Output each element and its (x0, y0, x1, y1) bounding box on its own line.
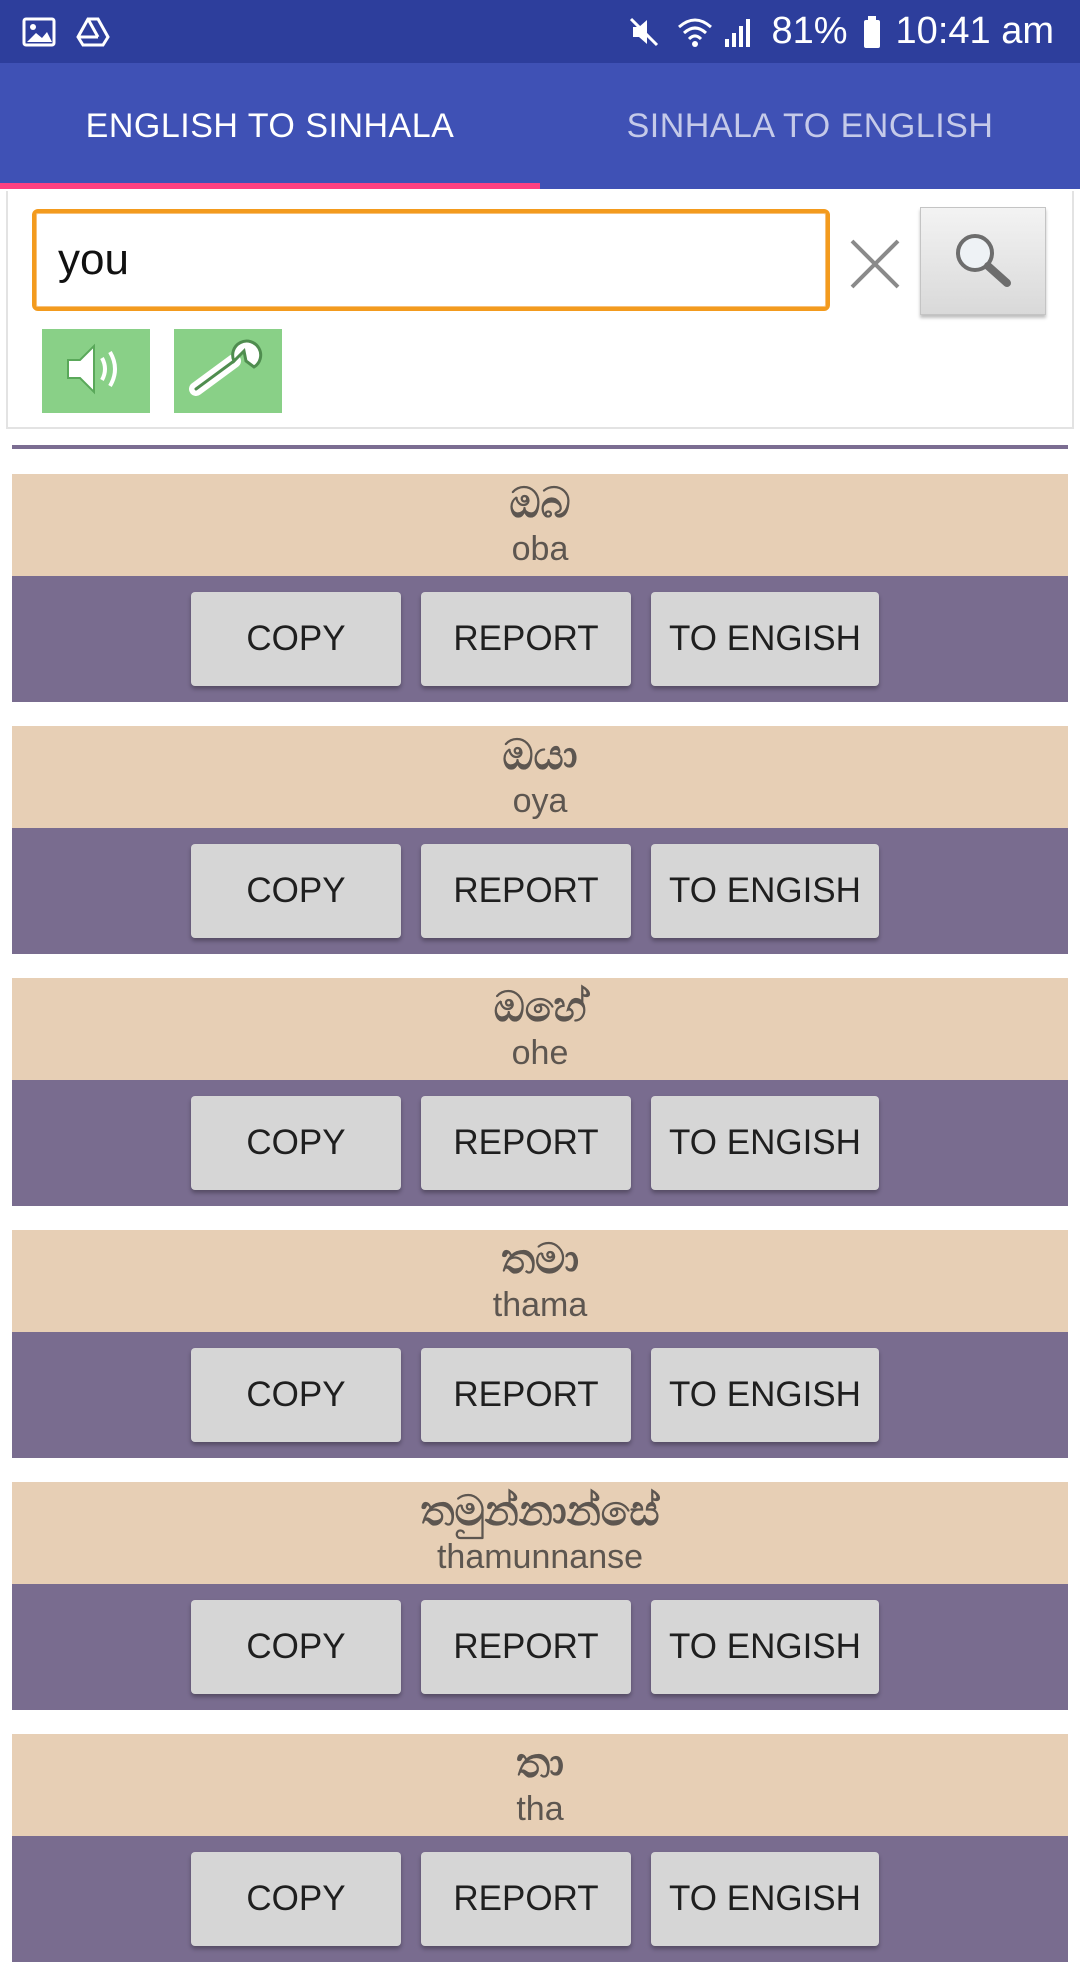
copy-button[interactable]: COPY (191, 844, 401, 938)
action-bar: COPY REPORT TO ENGISH (12, 1584, 1068, 1710)
report-button[interactable]: REPORT (421, 1852, 631, 1946)
mute-icon (627, 15, 661, 49)
sinhala-word: ඔයා (502, 730, 578, 779)
transliteration: ohe (511, 1034, 569, 1072)
copy-button[interactable]: COPY (191, 592, 401, 686)
result-card: ඔබ oba COPY REPORT TO ENGISH (12, 474, 1068, 702)
tab-bar: ENGLISH TO SINHALA SINHALA TO ENGLISH (0, 63, 1080, 189)
transliteration: thama (492, 1286, 588, 1324)
to-english-button[interactable]: TO ENGISH (651, 1852, 879, 1946)
copy-button[interactable]: COPY (191, 1348, 401, 1442)
clear-icon[interactable] (842, 231, 908, 297)
action-bar: COPY REPORT TO ENGISH (12, 1332, 1068, 1458)
results-list: ඔබ oba COPY REPORT TO ENGISH ඔයා oya COP… (12, 474, 1068, 1986)
word-box: ඔබ oba (12, 474, 1068, 576)
status-bar: 81% 10:41 am (0, 0, 1080, 63)
sinhala-word: තමා (500, 1234, 580, 1283)
tab-sinhala-to-english[interactable]: SINHALA TO ENGLISH (626, 106, 994, 145)
sinhala-word: තා (516, 1738, 564, 1787)
results-divider (12, 445, 1068, 449)
image-notification-icon (22, 15, 56, 49)
word-box: ඔයා oya (12, 726, 1068, 828)
copy-button[interactable]: COPY (191, 1600, 401, 1694)
word-box: තා tha (12, 1734, 1068, 1836)
transliteration: oba (511, 530, 569, 568)
speaker-icon (62, 338, 130, 405)
word-box: ඔහේ ohe (12, 978, 1068, 1080)
result-card: තමා thama COPY REPORT TO ENGISH (12, 1230, 1068, 1458)
to-english-button[interactable]: TO ENGISH (651, 592, 879, 686)
sinhala-word: ඔබ (509, 478, 571, 527)
signal-icon (723, 15, 757, 49)
transliteration: tha (516, 1790, 564, 1828)
action-bar: COPY REPORT TO ENGISH (12, 828, 1068, 954)
wrench-icon (188, 339, 268, 404)
action-bar: COPY REPORT TO ENGISH (12, 576, 1068, 702)
to-english-button[interactable]: TO ENGISH (651, 1600, 879, 1694)
search-panel (6, 191, 1074, 429)
report-button[interactable]: REPORT (421, 844, 631, 938)
result-card: තා tha COPY REPORT TO ENGISH (12, 1734, 1068, 1962)
report-button[interactable]: REPORT (421, 1600, 631, 1694)
action-bar: COPY REPORT TO ENGISH (12, 1836, 1068, 1962)
word-box: තමුන්නාන්සේ thamunnanse (12, 1482, 1068, 1584)
word-box: තමා thama (12, 1230, 1068, 1332)
settings-button[interactable] (174, 329, 282, 413)
magnifier-icon (951, 229, 1015, 294)
result-card: ඔහේ ohe COPY REPORT TO ENGISH (12, 978, 1068, 1206)
transliteration: oya (512, 782, 568, 820)
search-button[interactable] (920, 207, 1046, 315)
report-button[interactable]: REPORT (421, 1096, 631, 1190)
report-button[interactable]: REPORT (421, 1348, 631, 1442)
to-english-button[interactable]: TO ENGISH (651, 844, 879, 938)
sinhala-word: තමුන්නාන්සේ (420, 1486, 660, 1535)
result-card: ඔයා oya COPY REPORT TO ENGISH (12, 726, 1068, 954)
speak-button[interactable] (42, 329, 150, 413)
search-input[interactable] (32, 209, 830, 311)
action-bar: COPY REPORT TO ENGISH (12, 1080, 1068, 1206)
battery-percent: 81% (771, 10, 848, 52)
battery-icon (862, 15, 882, 49)
clock: 10:41 am (895, 10, 1054, 52)
to-english-button[interactable]: TO ENGISH (651, 1348, 879, 1442)
copy-button[interactable]: COPY (191, 1852, 401, 1946)
report-button[interactable]: REPORT (421, 592, 631, 686)
drive-notification-icon (76, 15, 110, 49)
transliteration: thamunnanse (436, 1538, 644, 1576)
tab-english-to-sinhala[interactable]: ENGLISH TO SINHALA (0, 63, 540, 189)
wifi-icon (675, 15, 713, 49)
sinhala-word: ඔහේ (493, 982, 587, 1031)
copy-button[interactable]: COPY (191, 1096, 401, 1190)
result-card: තමුන්නාන්සේ thamunnanse COPY REPORT TO E… (12, 1482, 1068, 1710)
to-english-button[interactable]: TO ENGISH (651, 1096, 879, 1190)
